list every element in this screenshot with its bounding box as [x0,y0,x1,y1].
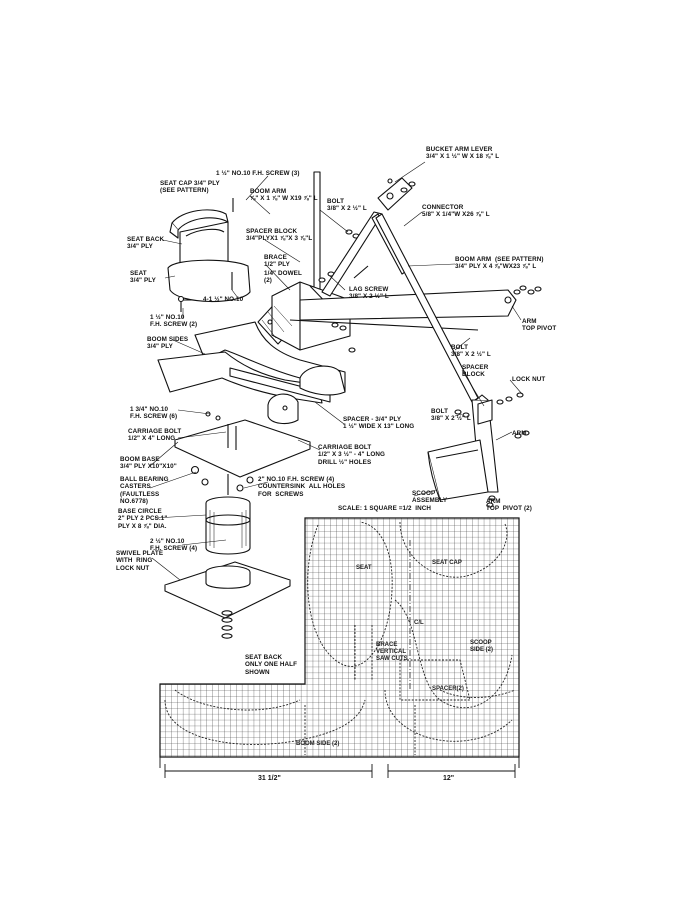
label-spacer-block-top: SPACER BLOCK 3/4"PLYX1 ⅞"X 3 ⅞"L [246,228,313,243]
pattern-label-spacer: SPACER(2) [432,686,464,692]
pattern-label-seat: SEAT [356,565,372,571]
label-brace: BRACE 1/2" PLY [264,254,290,269]
label-fh-screw-6: 1 3/4" No.10 F.H. SCREW (6) [130,406,178,421]
label-casters: BALL BEARING CASTERS (FAULTLESS NO.6778) [120,476,169,506]
label-carriage-bolt-right: CARRIAGE BOLT 1/2" X 3 ½" - 4" LONG DRIL… [318,444,386,466]
label-arm-top-pivot-2: ARM TOP PIVOT (2) [486,498,532,513]
label-bolt-lower: BOLT 3/8" X 2 ½" L [431,408,471,423]
label-scoop: SCOOP ASSEMBLY [412,490,448,505]
label-countersink: 2" No.10 F.H. SCREW (4) COUNTERSINK ALL … [258,476,346,498]
label-boom-arm-top: BOOM ARM ⅞" X 1 ⅞" W X19 ⅞" L [250,188,318,203]
label-screw-4-1-2: 4-1 ½" No.10 [203,296,244,303]
label-dowel: 1/4" DOWEL (2) [264,270,302,285]
label-scale: SCALE: 1 SQUARE =1/2 INCH [338,505,432,512]
label-fh-screw-2: 1 ½" No.10 F.H. SCREW (2) [150,314,198,329]
leader-lines [149,161,523,581]
pattern-label-boom-side: BOOM SIDE (2) [296,741,340,747]
assembly-drawing [157,171,542,639]
label-bolt-top: BOLT 3/8" X 2 ½" L [327,198,367,213]
label-spacer-ply: SPACER - 3/4" PLY 1 ½" WIDE X 13" LONG [343,416,415,431]
label-seat-screw: 1 ½" No.10 F.H. SCREW (3) [216,170,300,177]
dimension-left-width: 31 1/2" [258,775,281,782]
label-seat-back: SEAT BACK 3/4" PLY [127,236,165,251]
label-boom-base: BOOM BASE 3/4" PLY X10"X10" [120,456,177,471]
pattern-label-brace-vertical: BRACE VERTICAL SAW CUTS [376,642,408,662]
label-seat-cap: SEAT CAP 3/4" PLY (SEE PATTERN) [160,180,220,195]
label-lag-screw: LAG SCREW 3/8" X 2 ½" L [349,286,389,301]
label-arm-top-pivot: ARM TOP PIVOT [522,318,557,333]
dimension-right-width: 12" [443,775,455,782]
label-arm: ARM [512,430,527,437]
label-bucket-arm-lever: BUCKET ARM LEVER 3/4" X 1 ½" W X 18 ⅞" L [426,146,500,161]
label-carriage-bolt-left: CARRIAGE BOLT 1/2" X 4" LONG [128,428,182,443]
shading [209,305,293,548]
pattern-label-c-l: C/L [414,620,424,626]
label-swivel-plate: SWIVEL PLATE WITH RING LOCK NUT [116,550,164,572]
label-seat: SEAT 3/4" PLY [130,270,156,285]
pattern-label-scoop-side: SCOOP SIDE (2) [470,640,494,653]
label-boom-sides: BOOM SIDES 3/4" PLY [147,336,189,351]
pattern-grid [159,517,520,778]
label-spacer-block-right: SPACER BLOCK [462,364,489,379]
label-seat-back-half: SEAT BACK ONLY ONE HALF SHOWN [245,654,298,676]
label-connector: CONNECTOR 5/8" X 1/4"W X26 ⅞" L [422,204,490,219]
pattern-label-seat-cap: SEAT CAP [432,560,462,566]
label-bolt-mid: BOLT 3/8" X 2 ½" L [451,344,491,359]
label-lock-nut: LOCK NUT [512,376,546,383]
label-base-circle: BASE CIRCLE 2" PLY 2 PCS.1" PLY X 8 ⅞" D… [118,508,168,530]
label-boom-arm-pattern: BOOM ARM (SEE PATTERN) 3/4" PLY X 4 ⅞"WX… [455,256,544,271]
label-screw-2-1-2: 2 ½" No.10 F.H. SCREW (4) [150,538,198,553]
